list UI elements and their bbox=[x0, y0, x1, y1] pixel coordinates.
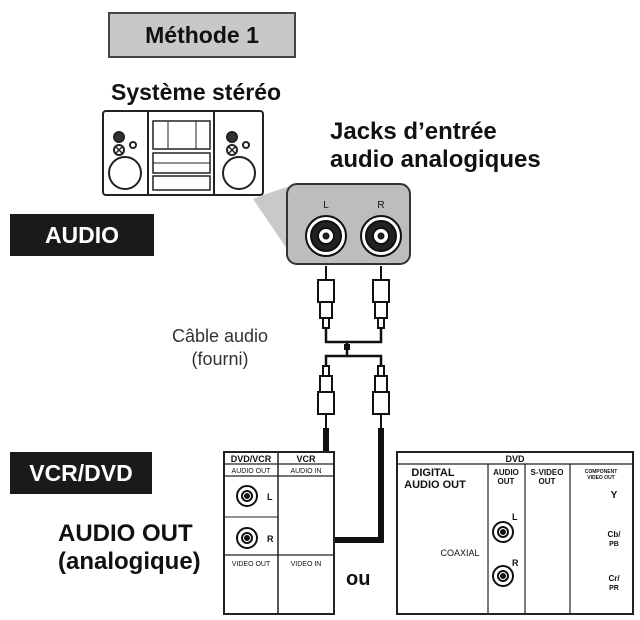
jack-left-icon bbox=[305, 215, 347, 257]
jacks-title-line1: Jacks d’entrée bbox=[330, 118, 497, 145]
audio-out-line2: (analogique) bbox=[58, 547, 201, 575]
dvd-header: DVD bbox=[505, 454, 525, 464]
cable-label: Câble audio (fourni) bbox=[150, 325, 290, 370]
vcr-jack-r-label: R bbox=[267, 534, 274, 544]
vcr-jack-l-label: L bbox=[267, 492, 273, 502]
vcr-col2-header: VCR bbox=[296, 454, 316, 464]
dvd-jack-l-icon bbox=[492, 521, 514, 543]
dvd-audio-line1: AUDIO bbox=[493, 468, 519, 477]
vcr-dvd-label: VCR/DVD bbox=[10, 452, 152, 494]
audio-out-label: AUDIO OUT (analogique) bbox=[58, 520, 201, 575]
jacks-title: Jacks d’entrée audio analogiques bbox=[330, 118, 541, 173]
dvd-jack-r-label: R bbox=[512, 558, 519, 568]
jack-right-label: R bbox=[377, 200, 384, 211]
vcr-col2-sub: AUDIO IN bbox=[290, 468, 321, 475]
callout-wedge bbox=[253, 184, 296, 262]
cable-label-line1: Câble audio bbox=[171, 326, 269, 346]
vcr-panel: DVD/VCR VCR AUDIO OUT AUDIO IN L R VIDEO… bbox=[223, 451, 335, 615]
dvd-digital-line2: AUDIO OUT bbox=[404, 479, 466, 491]
or-label: ou bbox=[346, 568, 371, 590]
method-label: Méthode 1 bbox=[108, 12, 296, 58]
dvd-component-line2: VIDEO OUT bbox=[587, 475, 615, 481]
vcr-jack-l-icon bbox=[236, 485, 258, 507]
dvd-jack-r-icon bbox=[492, 565, 514, 587]
dvd-audio-line2: OUT bbox=[498, 477, 515, 486]
dvd-component-line1: COMPONENT bbox=[585, 469, 618, 475]
input-jacks-panel: L R bbox=[286, 183, 411, 265]
dvd-pb-label: PB bbox=[609, 541, 619, 548]
vcr-col1-footer: VIDEO OUT bbox=[232, 561, 271, 568]
jacks-title-line2: audio analogiques bbox=[330, 145, 541, 173]
audio-out-line1: AUDIO OUT bbox=[58, 520, 193, 547]
cable-label-line2: (fourni) bbox=[191, 348, 249, 369]
dvd-svideo-line1: S-VIDEO bbox=[531, 468, 564, 477]
dvd-pr-label: PR bbox=[609, 585, 619, 592]
vcr-col2-footer: VIDEO IN bbox=[291, 561, 322, 568]
dvd-panel: DVD DIGITAL AUDIO OUT COAXIAL AUDIO OUT … bbox=[396, 451, 634, 615]
jack-right-icon bbox=[360, 215, 402, 257]
audio-cable bbox=[317, 266, 390, 428]
dvd-coaxial: COAXIAL bbox=[440, 548, 479, 558]
dvd-cb-label: Cb/ bbox=[608, 530, 622, 539]
vcr-col1-header: DVD/VCR bbox=[231, 454, 272, 464]
dvd-cr-label: Cr/ bbox=[608, 574, 620, 583]
vcr-jack-r-icon bbox=[236, 527, 258, 549]
dvd-digital-line1: DIGITAL bbox=[411, 467, 454, 479]
jack-left-label: L bbox=[323, 200, 329, 211]
stereo-system-icon bbox=[102, 110, 264, 196]
vcr-col1-sub: AUDIO OUT bbox=[232, 468, 272, 475]
dvd-svideo-line2: OUT bbox=[539, 477, 556, 486]
dvd-y-label: Y bbox=[611, 490, 618, 501]
dvd-jack-l-label: L bbox=[512, 512, 518, 522]
audio-label: AUDIO bbox=[10, 214, 154, 256]
stereo-title: Système stéréo bbox=[111, 79, 282, 105]
